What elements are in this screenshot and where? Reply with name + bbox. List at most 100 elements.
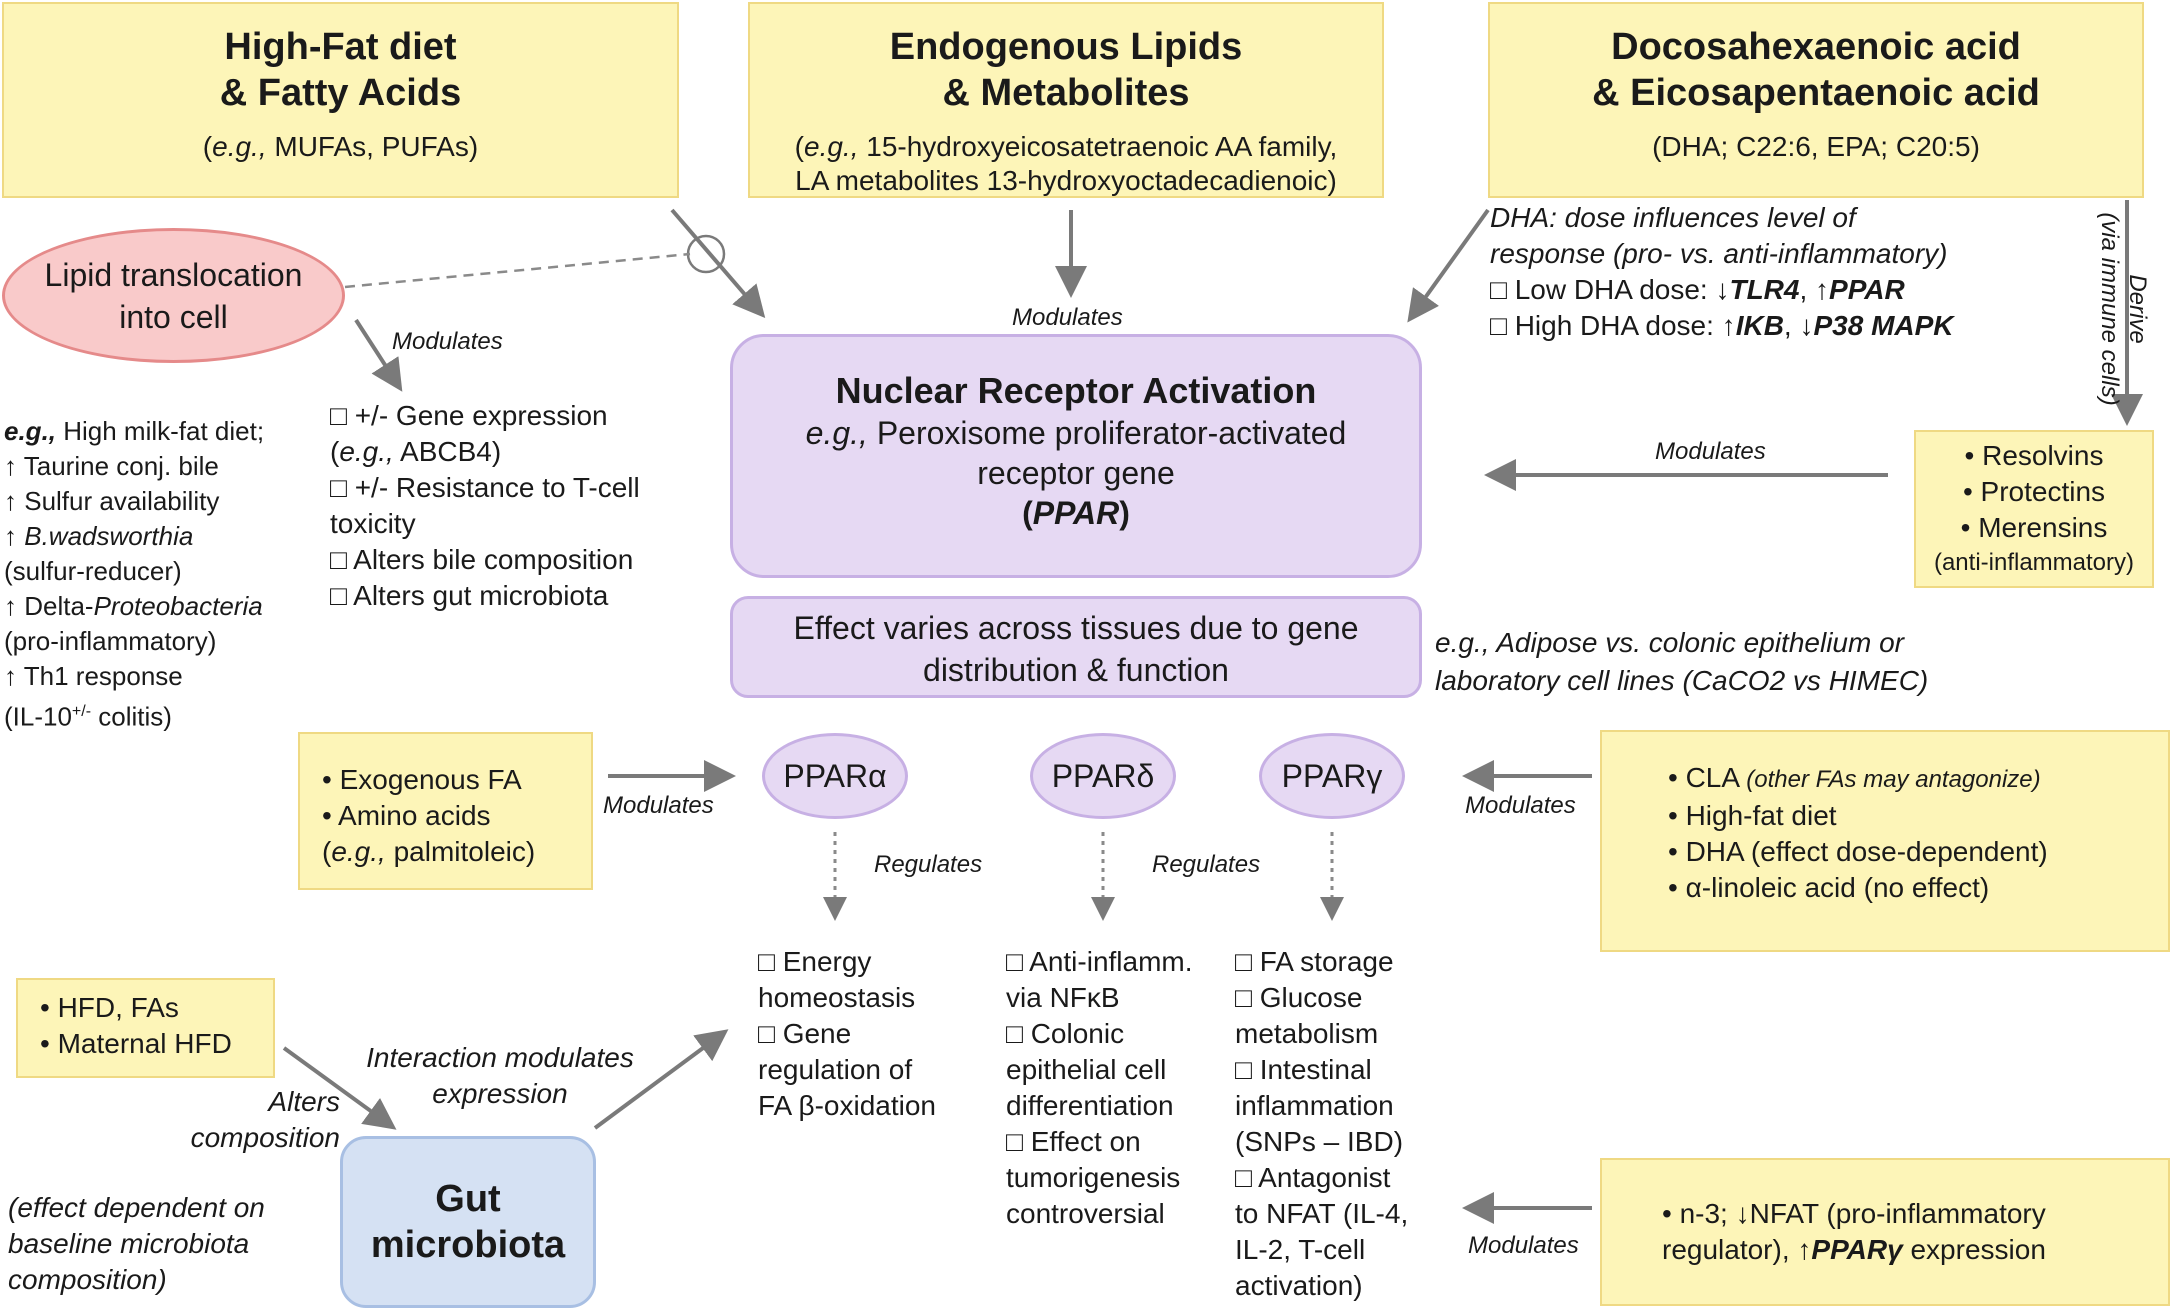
baseline-line-3: composition) [8,1264,167,1295]
gamma-effects-line: □ Antagonist [1235,1162,1391,1193]
exogenous-item-1: • Exogenous FA [322,764,522,795]
gene-effect-3: □ +/- Resistance to T-cell [330,472,640,503]
inhibition-circle [686,234,726,274]
delta-effects-line: □ Effect on [1006,1126,1141,1157]
gene-effect-5: □ Alters bile composition [330,544,634,575]
milk-fat-line-2: ↑ Taurine conj. bile [4,451,219,481]
delta-effects-line: epithelial cell [1006,1054,1167,1085]
gut-line-1: Gut [435,1178,501,1220]
lipid-translocation-ellipse: Lipid translocation into cell [2,228,345,363]
derive-text: Derive [2124,274,2151,344]
nuclear-line-3: (PPAR) [1022,495,1130,531]
interaction-label: Interaction modulates expression [340,1040,660,1112]
alpha-effects-line: regulation of [758,1054,913,1085]
arrow-lipid-to-gene [354,318,403,392]
milk-fat-line-7: (pro-inflammatory) [4,626,217,656]
dha-title-1: Docosahexaenoic acid [1611,26,2021,68]
arrow-highfat-to-nuclear [670,208,766,319]
endogenous-title-1: Endogenous Lipids [889,26,1243,68]
baseline-note: (effect dependent on baseline microbiota… [8,1190,265,1298]
gene-effect-4: toxicity [330,508,416,539]
high-fat-sub: (e.g., MUFAs, PUFAs) [202,131,479,162]
dha-dose-line-4: □ High DHA dose: ↑IKB, ↓P38 MAPK [1490,310,1954,341]
effect-varies-line-1: Effect varies across tissues due to gene [793,610,1359,646]
dha-sub: (DHA; C22:6, EPA; C20:5) [1652,131,1980,162]
dha-title-2: & Eicosapentaenoic acid [1592,72,2040,114]
exogenous-item-2: • Amino acids [322,800,491,831]
arrow-gut-to-effects [593,1029,729,1130]
modulates-label-resolvins: Modulates [1655,438,1766,465]
gene-effect-6: □ Alters gut microbiota [330,580,609,611]
modulates-label-cla: Modulates [1465,792,1576,819]
nuclear-title: Nuclear Receptor Activation [835,370,1317,411]
delta-effects: □ Anti-inflamm. via NFκB □ Colonic epitheli… [1006,944,1193,1232]
arrow-hfd-to-gut [282,1046,397,1130]
delta-effects-line: □ Colonic [1006,1018,1125,1049]
cla-box: • CLA (other FAs may antagonize) • High-… [1600,730,2170,952]
exogenous-box: • Exogenous FA • Amino acids (e.g., palm… [298,732,593,890]
modulates-label-exogenous: Modulates [603,792,714,819]
modulates-label-n3: Modulates [1468,1232,1579,1259]
regulates-label-alpha: Regulates [874,851,983,878]
dha-dose-line-3: □ Low DHA dose: ↓TLR4, ↑PPAR [1490,274,1905,305]
milk-fat-line-9: (IL-10+/- colitis) [4,701,172,732]
cla-item-1: • CLA (other FAs may antagonize) [1668,762,2041,793]
delta-effects-line: controversial [1006,1198,1165,1229]
cla-item-4: • α-linoleic acid (no effect) [1668,872,1990,903]
interaction-line-2: expression [432,1078,568,1109]
anti-inflammatory-note: (anti-inflammatory) [1933,549,2135,576]
nuclear-line-2: receptor gene [977,455,1175,491]
delta-effects-line: via NFκB [1006,982,1120,1013]
milk-fat-line-4: ↑ B.wadsworthia [4,521,194,551]
dha-dose-line-1: DHA: dose influences level of [1490,202,1856,233]
ppar-alpha-node: PPARα [762,733,908,819]
gamma-effects-line: □ FA storage [1235,946,1394,977]
milk-fat-line-8: ↑ Th1 response [4,661,183,691]
dha-epa-box: Docosahexaenoic acid & Eicosapentaenoic … [1488,2,2144,198]
resolvins-box: • Resolvins • Protectins • Merensins (an… [1914,430,2154,588]
hfd-box: • HFD, FAs • Maternal HFD [16,978,275,1078]
endogenous-title-2: & Metabolites [942,72,1190,114]
exogenous-item-3: (e.g., palmitoleic) [322,836,536,867]
ppar-delta-node: PPARδ [1030,733,1176,819]
dha-dose-block: DHA: dose influences level of response (… [1490,200,1954,344]
cla-item-2: • High-fat diet [1668,800,1837,831]
modulates-label-endogenous: Modulates [1012,304,1123,331]
alters-line-2: composition [190,1122,340,1153]
milk-fat-list: e.g., High milk-fat diet; ↑ Taurine conj… [4,414,304,735]
alpha-effects-line: □ Gene [758,1018,852,1049]
gut-line-2: microbiota [370,1224,566,1266]
milk-fat-line-1: e.g., High milk-fat diet; [4,416,265,446]
regulates-label-delta: Regulates [1152,851,1261,878]
baseline-line-2: baseline microbiota [8,1228,250,1259]
lipid-line-1: Lipid translocation [44,256,303,293]
gene-effects-list: □ +/- Gene expression (e.g., ABCB4) □ +/… [330,398,640,614]
alpha-effects-line: homeostasis [758,982,916,1013]
derive-sub-text: (via immune cells) [2096,212,2123,406]
cla-item-3: • DHA (effect dose-dependent) [1668,836,2048,867]
high-fat-box: High-Fat diet & Fatty Acids (e.g., MUFAs… [2,2,679,198]
delta-effects-line: differentiation [1006,1090,1174,1121]
delta-effects-line: □ Anti-inflamm. [1006,946,1193,977]
nuclear-line-1: e.g., Peroxisome proliferator-activated [805,415,1347,451]
gamma-effects-line: to NFAT (IL-4, [1235,1198,1409,1229]
milk-fat-line-6: ↑ Delta-Proteobacteria [4,591,263,621]
gamma-effects-line: inflammation [1235,1090,1394,1121]
gamma-effects-line: (SNPs – IBD) [1235,1126,1404,1157]
n3-box: • n-3; ↓NFAT (pro-inflammatory regulator… [1600,1158,2170,1306]
gene-effect-2: (e.g., ABCB4) [330,436,502,467]
endogenous-box: Endogenous Lipids & Metabolites (e.g., 1… [748,2,1384,198]
merensins-item: • Merensins [1960,512,2108,543]
dha-dose-line-2: response (pro- vs. anti-inflammatory) [1490,238,1948,269]
ppar-gamma-node: PPARγ [1259,733,1405,819]
resolvins-item: • Resolvins [1964,440,2104,471]
lipid-line-2: into cell [119,298,228,335]
gamma-effects-line: IL-2, T-cell [1235,1234,1366,1265]
tissue-note: e.g., Adipose vs. colonic epithelium or … [1435,624,1928,700]
modulates-label-lipid: Modulates [392,328,503,355]
effect-varies-box: Effect varies across tissues due to gene… [730,596,1422,698]
gamma-effects-line: □ Glucose [1235,982,1363,1013]
endogenous-sub-2: LA metabolites 13-hydroxyoctadecadienoic… [795,165,1337,196]
